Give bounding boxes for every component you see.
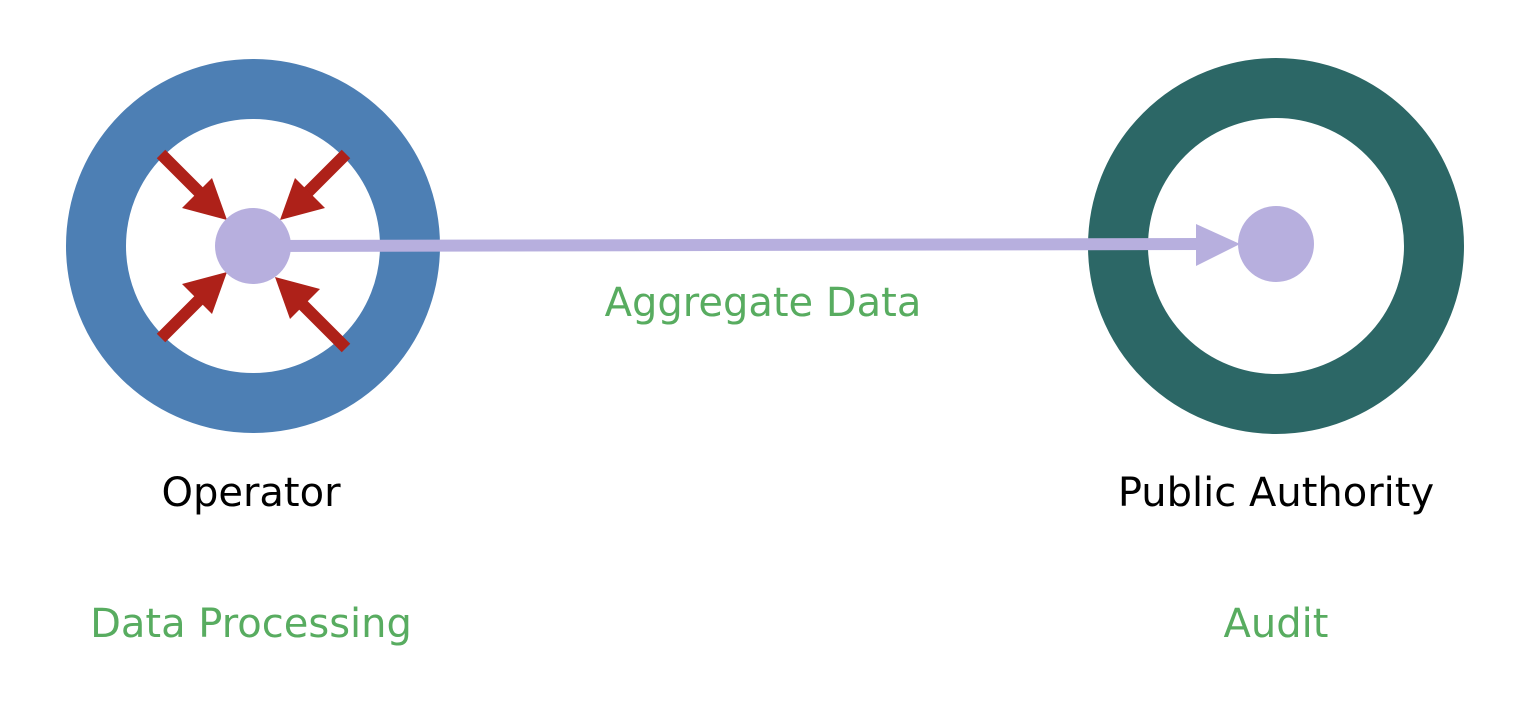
input-arrow-bottom-left [156, 272, 227, 343]
input-arrow-top-right [280, 149, 351, 220]
input-arrow-bottom-right [275, 277, 351, 353]
input-arrow-top-left [156, 149, 227, 220]
operator-name: Operator [161, 470, 341, 516]
public-authority-role: Audit [1223, 601, 1329, 647]
arrow-right-icon [1196, 224, 1240, 266]
edge-label: Aggregate Data [604, 280, 922, 326]
aggregate-data-flow-line [252, 238, 1206, 252]
public-authority-data-dot [1238, 206, 1314, 282]
operator-role: Data Processing [90, 601, 412, 647]
arrow-inward-icon [156, 149, 351, 353]
operator-data-dot [215, 208, 291, 284]
public-authority-name: Public Authority [1117, 470, 1435, 516]
